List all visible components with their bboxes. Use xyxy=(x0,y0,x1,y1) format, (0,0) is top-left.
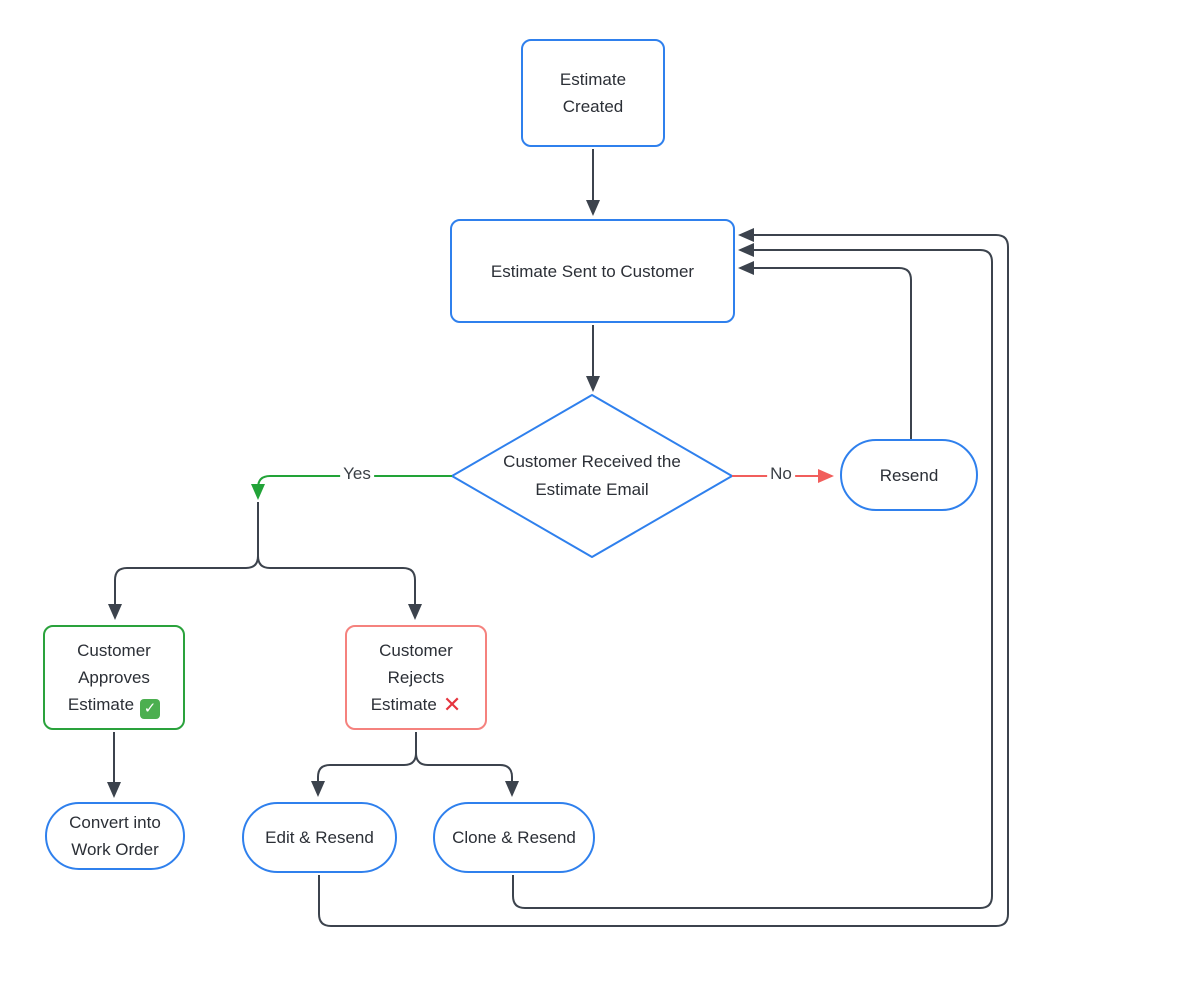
node-edit-resend-label: Edit & Resend xyxy=(265,828,374,847)
node-convert-work-order: Convert into Work Order xyxy=(45,802,185,870)
node-customer-rejects: Customer Rejects Estimate✕ xyxy=(345,625,487,730)
edge-edit-loop-to-sent xyxy=(318,228,1009,927)
node-estimate-created-label: Estimate Created xyxy=(559,70,627,116)
node-estimate-created: Estimate Created xyxy=(521,39,665,147)
node-estimate-sent-label: Estimate Sent to Customer xyxy=(490,261,695,281)
approve-text: Customer Approves Estimate xyxy=(67,640,151,714)
node-convert-work-order-label: Convert into Work Order xyxy=(69,813,161,859)
node-resend: Resend xyxy=(840,439,978,511)
edge-reject-to-clone xyxy=(415,752,519,797)
edge-split-to-reject xyxy=(257,555,422,620)
edge-reject-to-edit xyxy=(311,732,417,797)
check-icon: ✓ xyxy=(140,698,161,719)
node-customer-approves: Customer Approves Estimate✓ xyxy=(43,625,185,730)
node-edit-resend: Edit & Resend xyxy=(242,802,397,873)
edge-label-no: No xyxy=(767,464,795,484)
node-decision-label: Customer Received the Estimate Email xyxy=(503,452,681,499)
node-customer-rejects-label: Customer Rejects Estimate✕ xyxy=(371,637,462,718)
edge-split-to-approve xyxy=(108,555,259,620)
edge-resend-to-sent xyxy=(738,261,912,439)
cross-icon: ✕ xyxy=(442,692,462,717)
edge-label-yes: Yes xyxy=(340,464,374,484)
node-resend-label: Resend xyxy=(879,465,939,485)
edge-decision-yes xyxy=(251,475,452,500)
edge-clone-loop-to-sent xyxy=(512,243,993,909)
node-customer-approves-label: Customer Approves Estimate✓ xyxy=(67,637,161,719)
reject-text: Customer Rejects Estimate xyxy=(370,641,453,714)
node-clone-resend-label: Clone & Resend xyxy=(452,828,576,847)
node-estimate-sent: Estimate Sent to Customer xyxy=(450,219,735,323)
node-clone-resend: Clone & Resend xyxy=(433,802,595,873)
